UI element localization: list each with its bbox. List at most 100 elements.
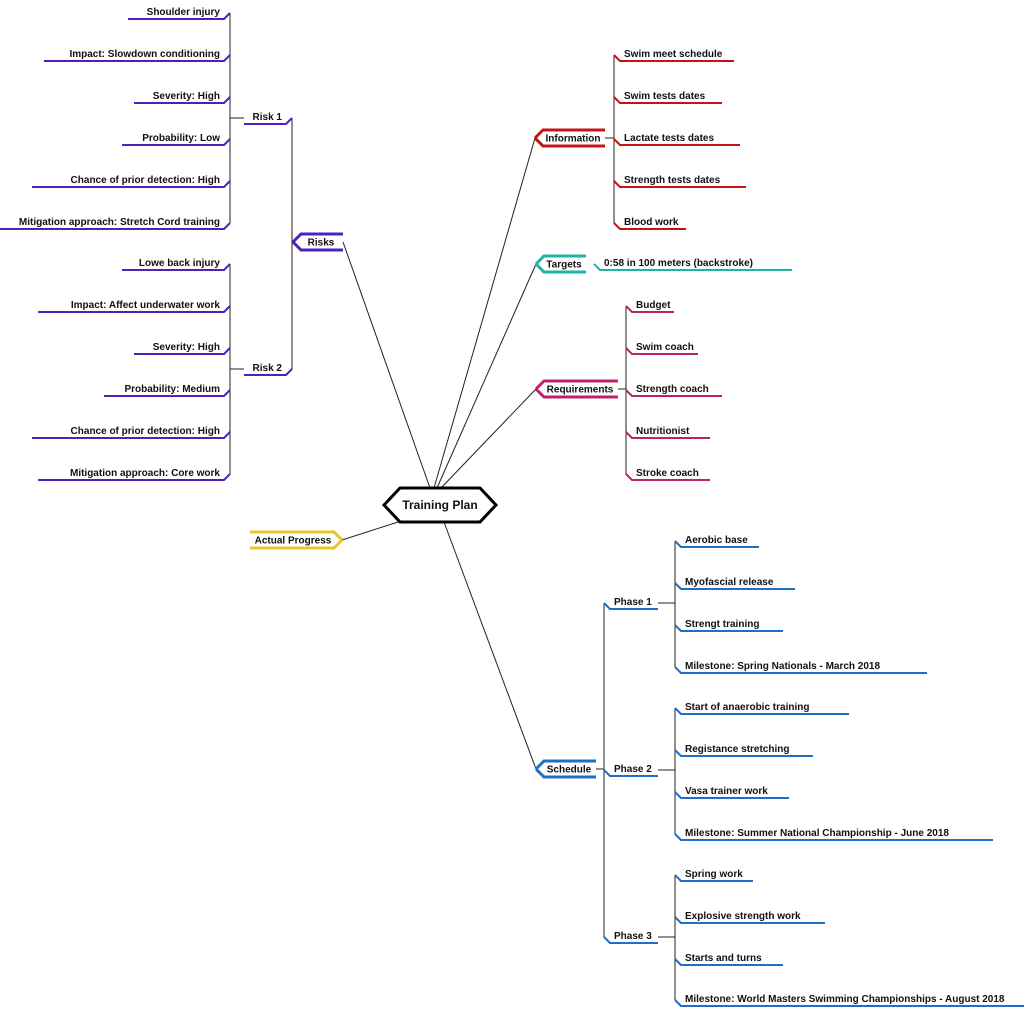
leaf-label: Lactate tests dates [624, 133, 714, 144]
leaf-swim-coach: Swim coach [625, 342, 698, 355]
leaf-underline [613, 222, 686, 230]
leaf-label: Impact: Slowdown conditioning [69, 49, 220, 60]
leaf-mitigation-approach-stretch-cord-training: Mitigation approach: Stretch Cord traini… [0, 217, 231, 230]
branch-label: Actual Progress [255, 536, 332, 547]
leaf-label: Swim tests dates [624, 91, 706, 102]
phase-node-1: Phase 1 [603, 597, 658, 610]
leaf-label: Spring work [685, 869, 743, 880]
leaf-underline [603, 769, 658, 777]
branch-node-schedule: Schedule [534, 759, 596, 779]
leaf-underline [674, 666, 927, 674]
leaf-label: Strength tests dates [624, 175, 721, 186]
leaf-underline [674, 624, 783, 632]
leaf-underline [44, 54, 231, 62]
leaf-label: Strength coach [636, 384, 709, 395]
leaf-milestone-spring-nationals-march-2018: Milestone: Spring Nationals - March 2018 [674, 661, 927, 674]
leaf-underline [674, 916, 825, 924]
connector [443, 521, 537, 770]
leaf-explosive-strength-work: Explosive strength work [674, 911, 825, 924]
leaf-nutritionist: Nutritionist [625, 426, 710, 439]
branch-node-requirements: Requirements [534, 379, 618, 399]
leaf-underline [38, 305, 231, 313]
leaf-strengt-training: Strengt training [674, 619, 783, 632]
leaf-underline [613, 138, 740, 146]
leaf-underline [674, 582, 795, 590]
leaf-label: Registance stretching [685, 744, 789, 755]
connector [342, 241, 431, 489]
leaf-label: Starts and turns [685, 953, 762, 964]
leaf-underline [32, 180, 231, 188]
leaf-severity-high: Severity: High [134, 91, 231, 104]
leaf-underline [593, 263, 792, 271]
leaf-severity-high: Severity: High [134, 342, 231, 355]
leaf-aerobic-base: Aerobic base [674, 535, 759, 548]
leaf-milestone-world-masters-swimming-championships-august-2018: Milestone: World Masters Swimming Champi… [674, 994, 1024, 1007]
phase-node-2: Phase 2 [603, 764, 658, 777]
leaf-underline [674, 749, 813, 757]
leaf-underline [625, 305, 674, 313]
leaf-underline [625, 431, 710, 439]
branch-label: Information [546, 134, 601, 145]
branch-node-targets: Targets [534, 254, 586, 274]
branch-label: Risks [308, 238, 335, 249]
leaf-underline [244, 117, 293, 125]
leaf-label: Explosive strength work [685, 911, 801, 922]
leaf-underline [104, 389, 231, 397]
leaf-registance-stretching: Registance stretching [674, 744, 813, 757]
leaf-label: Nutritionist [636, 426, 690, 437]
leaf-start-of-anaerobic-training: Start of anaerobic training [674, 702, 849, 715]
leaf-underline [0, 222, 231, 230]
leaf-0-58-in-100-meters-backstroke: 0:58 in 100 meters (backstroke) [593, 258, 792, 271]
leaf-lactate-tests-dates: Lactate tests dates [613, 133, 740, 146]
connector [433, 137, 536, 489]
branch-node-information: Information [533, 128, 605, 148]
root-node-training-plan: Training Plan [381, 486, 499, 524]
branch-label: Targets [546, 260, 582, 271]
leaf-label: Myofascial release [685, 577, 774, 588]
leaf-underline [674, 958, 783, 966]
leaf-label: Swim meet schedule [624, 49, 723, 60]
leaf-underline [134, 347, 231, 355]
leaf-impact-affect-underwater-work: Impact: Affect underwater work [38, 300, 231, 313]
leaf-label: Impact: Affect underwater work [71, 300, 221, 311]
leaf-underline [38, 473, 231, 481]
risk-node-2: Risk 2 [244, 363, 293, 376]
leaf-strength-coach: Strength coach [625, 384, 722, 397]
leaf-label: Risk 1 [253, 112, 283, 123]
branch-shape [533, 128, 605, 148]
leaf-underline [674, 791, 789, 799]
leaf-label: Stroke coach [636, 468, 699, 479]
leaf-budget: Budget [625, 300, 674, 313]
leaf-lowe-back-injury: Lowe back injury [122, 258, 231, 271]
leaf-milestone-summer-national-championship-june-2018: Milestone: Summer National Championship … [674, 828, 993, 841]
leaf-chance-of-prior-detection-high: Chance of prior detection: High [32, 175, 231, 188]
leaf-label: Mitigation approach: Stretch Cord traini… [19, 217, 220, 228]
branch-shape [534, 759, 596, 779]
leaf-impact-slowdown-conditioning: Impact: Slowdown conditioning [44, 49, 231, 62]
branch-shape [534, 379, 618, 399]
leaf-underline [674, 874, 753, 882]
leaf-label: Chance of prior detection: High [71, 175, 220, 186]
connector [440, 388, 537, 489]
leaf-underline [674, 999, 1024, 1007]
leaf-swim-meet-schedule: Swim meet schedule [613, 49, 734, 62]
leaf-label: Milestone: Summer National Championship … [685, 828, 949, 839]
connector [341, 521, 399, 541]
leaf-label: Phase 3 [614, 931, 652, 942]
leaf-stroke-coach: Stroke coach [625, 468, 710, 481]
branch-node-risks: Risks [291, 232, 343, 252]
leaf-underline [603, 936, 658, 944]
leaf-underline [122, 138, 231, 146]
leaf-myofascial-release: Myofascial release [674, 577, 795, 590]
leaf-underline [674, 707, 849, 715]
leaf-label: Swim coach [636, 342, 694, 353]
leaf-underline [603, 602, 658, 610]
leaf-underline [128, 12, 231, 20]
leaf-vasa-trainer-work: Vasa trainer work [674, 786, 789, 799]
leaf-underline [625, 389, 722, 397]
leaf-underline [32, 431, 231, 439]
branch-label: Schedule [547, 765, 592, 776]
branch-shape [250, 530, 344, 550]
mind-map-nodes: Training Plan Information Swim meet schedu… [0, 7, 1024, 1007]
